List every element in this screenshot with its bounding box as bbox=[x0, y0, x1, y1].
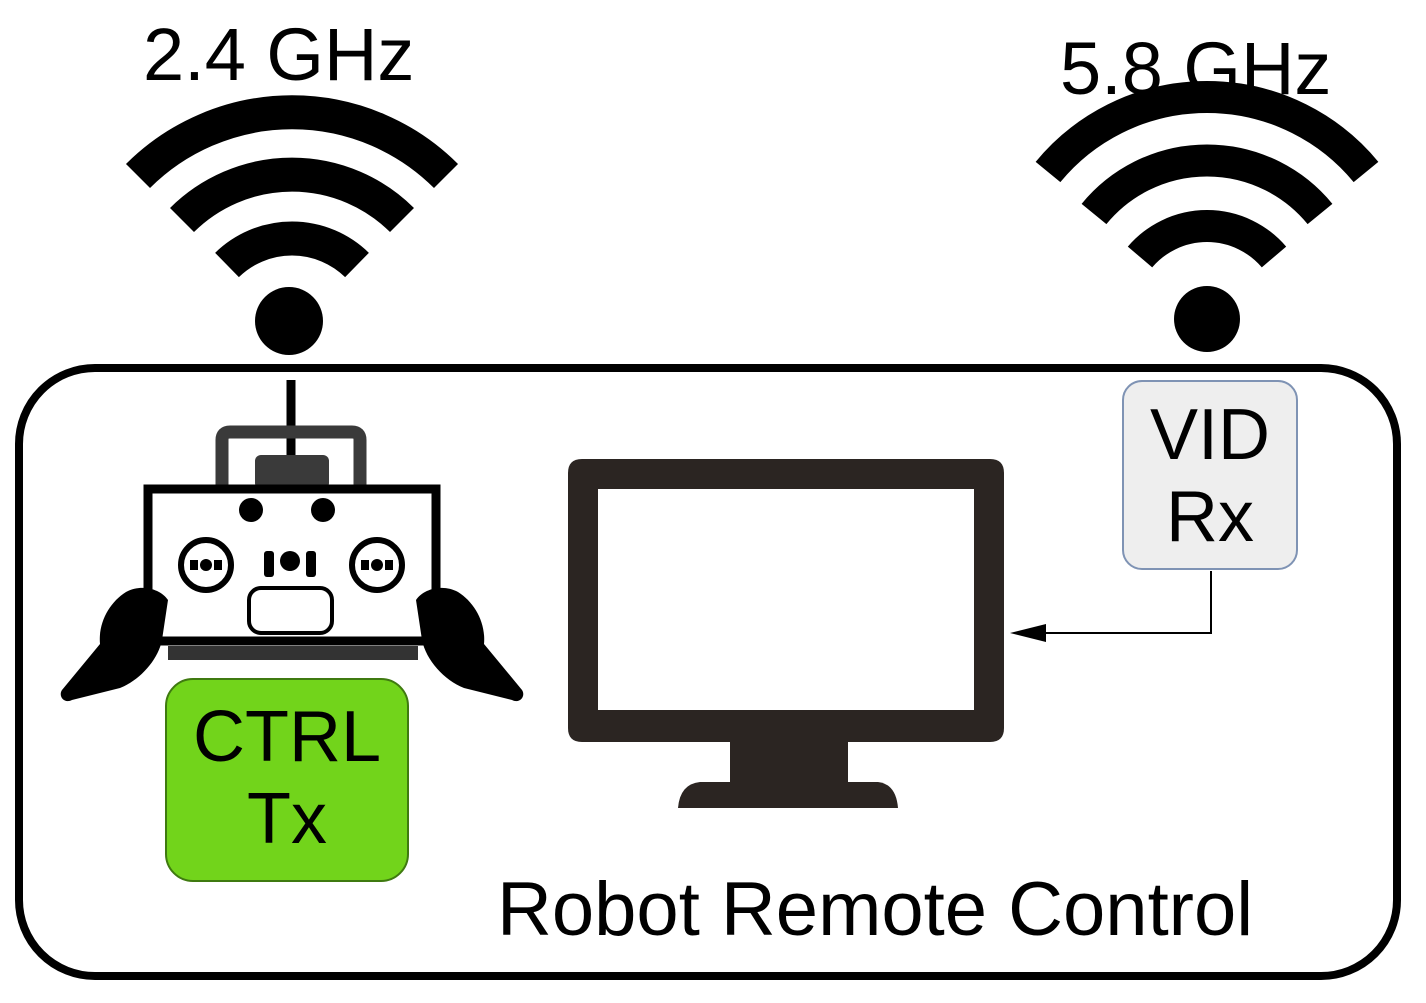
control-frequency-label: 2.4 GHz bbox=[143, 13, 415, 96]
vid-rx-line2: Rx bbox=[1166, 477, 1254, 557]
ctrl-tx-line1: CTRL bbox=[192, 697, 381, 777]
system-frame bbox=[15, 364, 1401, 980]
vid-rx-module: VID Rx bbox=[1122, 380, 1298, 570]
system-caption: Robot Remote Control bbox=[497, 867, 1254, 952]
ctrl-tx-module: CTRL Tx bbox=[165, 678, 409, 882]
ctrl-tx-line2: Tx bbox=[247, 779, 327, 859]
hands-icon bbox=[60, 587, 524, 702]
vid-rx-line1: VID bbox=[1149, 395, 1271, 475]
